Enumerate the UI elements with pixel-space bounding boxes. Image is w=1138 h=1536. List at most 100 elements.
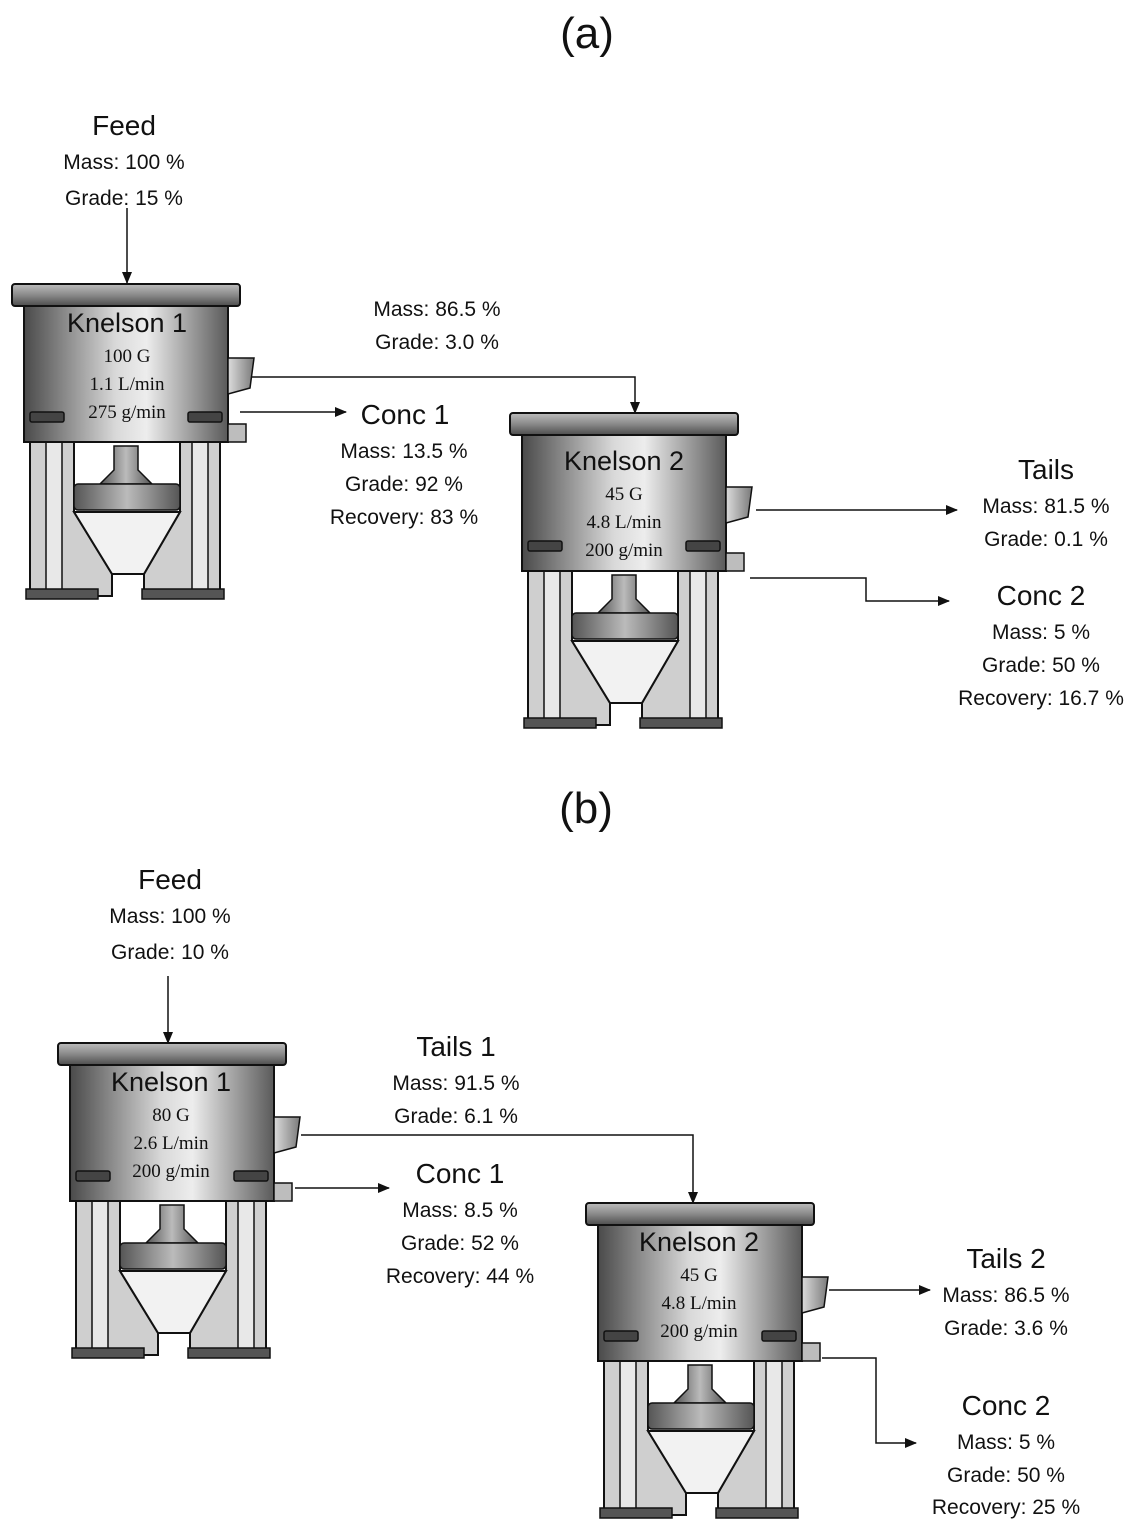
knelson2-b-icon-crossbar: [647, 1402, 755, 1430]
knelson2-a-icon-left-post: [543, 548, 561, 720]
knelson2-a-icon-shaft: [596, 574, 652, 614]
knelson1-b-icon-conc-outlet: [273, 1182, 293, 1202]
panel-b-label: (b): [559, 784, 613, 833]
knelson1-b-icon-shaft: [144, 1204, 200, 1244]
knelson2-a-icon-lid: [509, 412, 739, 436]
knelson2-b-icon: [585, 1202, 829, 1519]
conc2-b-mass: Mass: 5 %: [956, 1431, 1056, 1454]
feed-a-title: Feed: [92, 110, 156, 141]
knelson1-b-icon: [57, 1042, 301, 1359]
stream-b-k1-to-k2-title: Tails 1: [416, 1031, 496, 1062]
conc1-b-mass: Mass: 8.5 %: [402, 1199, 518, 1222]
stream-a-k1-to-k2-mass: Mass: 86.5 %: [373, 298, 501, 321]
knelson2-b-icon-conc-outlet: [801, 1342, 821, 1362]
stream-b-k1-to-k2-mass: Mass: 91.5 %: [392, 1072, 520, 1095]
knelson1-a-icon-tails-outlet: [227, 357, 255, 395]
conc1-b-grade: Grade: 52 %: [401, 1232, 519, 1255]
tails2-a-mass: Mass: 81.5 %: [982, 495, 1110, 518]
knelson2-b-feedrate: 200 g/min: [660, 1321, 738, 1342]
panel-b-streams: [163, 976, 931, 1448]
knelson1-a-icon-shaft: [98, 445, 154, 485]
knelson2-b-icon-cone: [646, 1430, 756, 1494]
knelson2-a-icon: [509, 412, 753, 729]
knelson1-b-water: 2.6 L/min: [133, 1133, 209, 1154]
knelson1-a-icon-right-foot: [141, 588, 225, 600]
panel-a-label: (a): [560, 9, 614, 58]
panel-a-streams: [122, 208, 958, 606]
knelson1-b-icon-lid: [57, 1042, 287, 1066]
conc1-a-mass: Mass: 13.5 %: [340, 440, 468, 463]
knelson2-b-icon-right-foot: [715, 1507, 799, 1519]
feed-a-mass: Mass: 100 %: [63, 151, 185, 174]
knelson2-a-icon-crossbar: [571, 612, 679, 640]
knelson1-b-icon-left-post: [91, 1178, 109, 1350]
knelson1-a-icon-left-post: [45, 419, 63, 591]
conc2-b-recovery: Recovery: 25 %: [931, 1496, 1081, 1519]
conc2-a-title: Conc 2: [996, 580, 1086, 611]
knelson2-a-icon-tails-outlet: [725, 486, 753, 524]
knelson1-b-icon-right-foot: [187, 1347, 271, 1359]
knelson1-a-gforce: 100 G: [103, 346, 151, 367]
tails2-b-mass: Mass: 86.5 %: [942, 1284, 1070, 1307]
knelson1-b-icon-tails-outlet: [273, 1116, 301, 1154]
knelson1-a-icon-right-post: [191, 419, 209, 591]
knelson1-a-feedrate: 275 g/min: [88, 402, 166, 423]
tails2-b-grade: Grade: 3.6 %: [944, 1317, 1068, 1340]
knelson1-a-icon-left-foot: [25, 588, 99, 600]
feed-b-title: Feed: [138, 864, 202, 895]
knelson1-a-water: 1.1 L/min: [89, 374, 165, 395]
feed-a-grade: Grade: 15 %: [65, 187, 183, 210]
knelson1-b-name: Knelson 1: [110, 1067, 232, 1097]
knelson1-b-icon-cone: [118, 1270, 228, 1334]
knelson1-b-icon-crossbar: [119, 1242, 227, 1270]
knelson2-b-icon-right-cap: [761, 1330, 797, 1342]
conc2-a-mass: Mass: 5 %: [991, 621, 1091, 644]
conc2-b-arrow: [822, 1357, 917, 1448]
conc1-b-title: Conc 1: [415, 1158, 505, 1189]
knelson2-b-name: Knelson 2: [638, 1227, 760, 1257]
knelson2-b-icon-left-foot: [599, 1507, 673, 1519]
knelson2-a-icon-left-cap: [527, 540, 563, 552]
knelson2-b-icon-left-cap: [603, 1330, 639, 1342]
knelson2-b-water: 4.8 L/min: [661, 1293, 737, 1314]
stream-a-k1-to-k2-arrow: [252, 376, 640, 414]
conc2-a-recovery: Recovery: 16.7 %: [958, 687, 1124, 710]
knelson1-b-icon-right-post: [237, 1178, 255, 1350]
knelson1-a-icon-conc-outlet: [227, 423, 247, 443]
stream-b-k1-to-k2-grade: Grade: 6.1 %: [394, 1105, 518, 1128]
stream-a-k1-to-k2-grade: Grade: 3.0 %: [375, 331, 499, 354]
knelson1-a-icon-right-cap: [187, 411, 223, 423]
knelson2-b-icon-left-post: [619, 1338, 637, 1510]
tails2-a-grade: Grade: 0.1 %: [984, 528, 1108, 551]
knelson2-b-icon-right-post: [765, 1338, 783, 1510]
tails2-a-title: Tails: [1017, 454, 1075, 485]
knelson1-a-icon-cone: [72, 511, 182, 575]
knelson2-a-water: 4.8 L/min: [586, 512, 662, 533]
knelson1-a-icon-crossbar: [73, 483, 181, 511]
knelson2-a-icon-right-foot: [639, 717, 723, 729]
knelson1-a-icon-lid: [11, 283, 241, 307]
knelson2-a-name: Knelson 2: [563, 446, 685, 476]
knelson2-b-icon-tails-outlet: [801, 1276, 829, 1314]
knelson2-a-icon-left-foot: [523, 717, 597, 729]
knelson2-a-icon-right-post: [689, 548, 707, 720]
knelson1-b-icon-left-foot: [71, 1347, 145, 1359]
conc1-a-recovery: Recovery: 83 %: [329, 506, 479, 529]
stream-b-k1-to-k2-arrow: [301, 1134, 698, 1204]
knelson1-a-icon: [11, 283, 255, 600]
conc2-a-grade: Grade: 50 %: [982, 654, 1100, 677]
knelson2-a-icon-cone: [570, 640, 680, 704]
tails2-b-title: Tails 2: [966, 1243, 1046, 1274]
knelson1-b-icon-right-cap: [233, 1170, 269, 1182]
knelson1-a-icon-left-cap: [29, 411, 65, 423]
conc1-a-grade: Grade: 92 %: [345, 473, 463, 496]
knelson-units: [11, 283, 829, 1519]
knelson1-a-name: Knelson 1: [66, 308, 188, 338]
conc2-a-arrow: [750, 577, 950, 606]
knelson2-a-gforce: 45 G: [605, 484, 643, 505]
feed-b-mass: Mass: 100 %: [109, 905, 231, 928]
knelson2-a-icon-right-cap: [685, 540, 721, 552]
knelson1-b-gforce: 80 G: [152, 1105, 190, 1126]
